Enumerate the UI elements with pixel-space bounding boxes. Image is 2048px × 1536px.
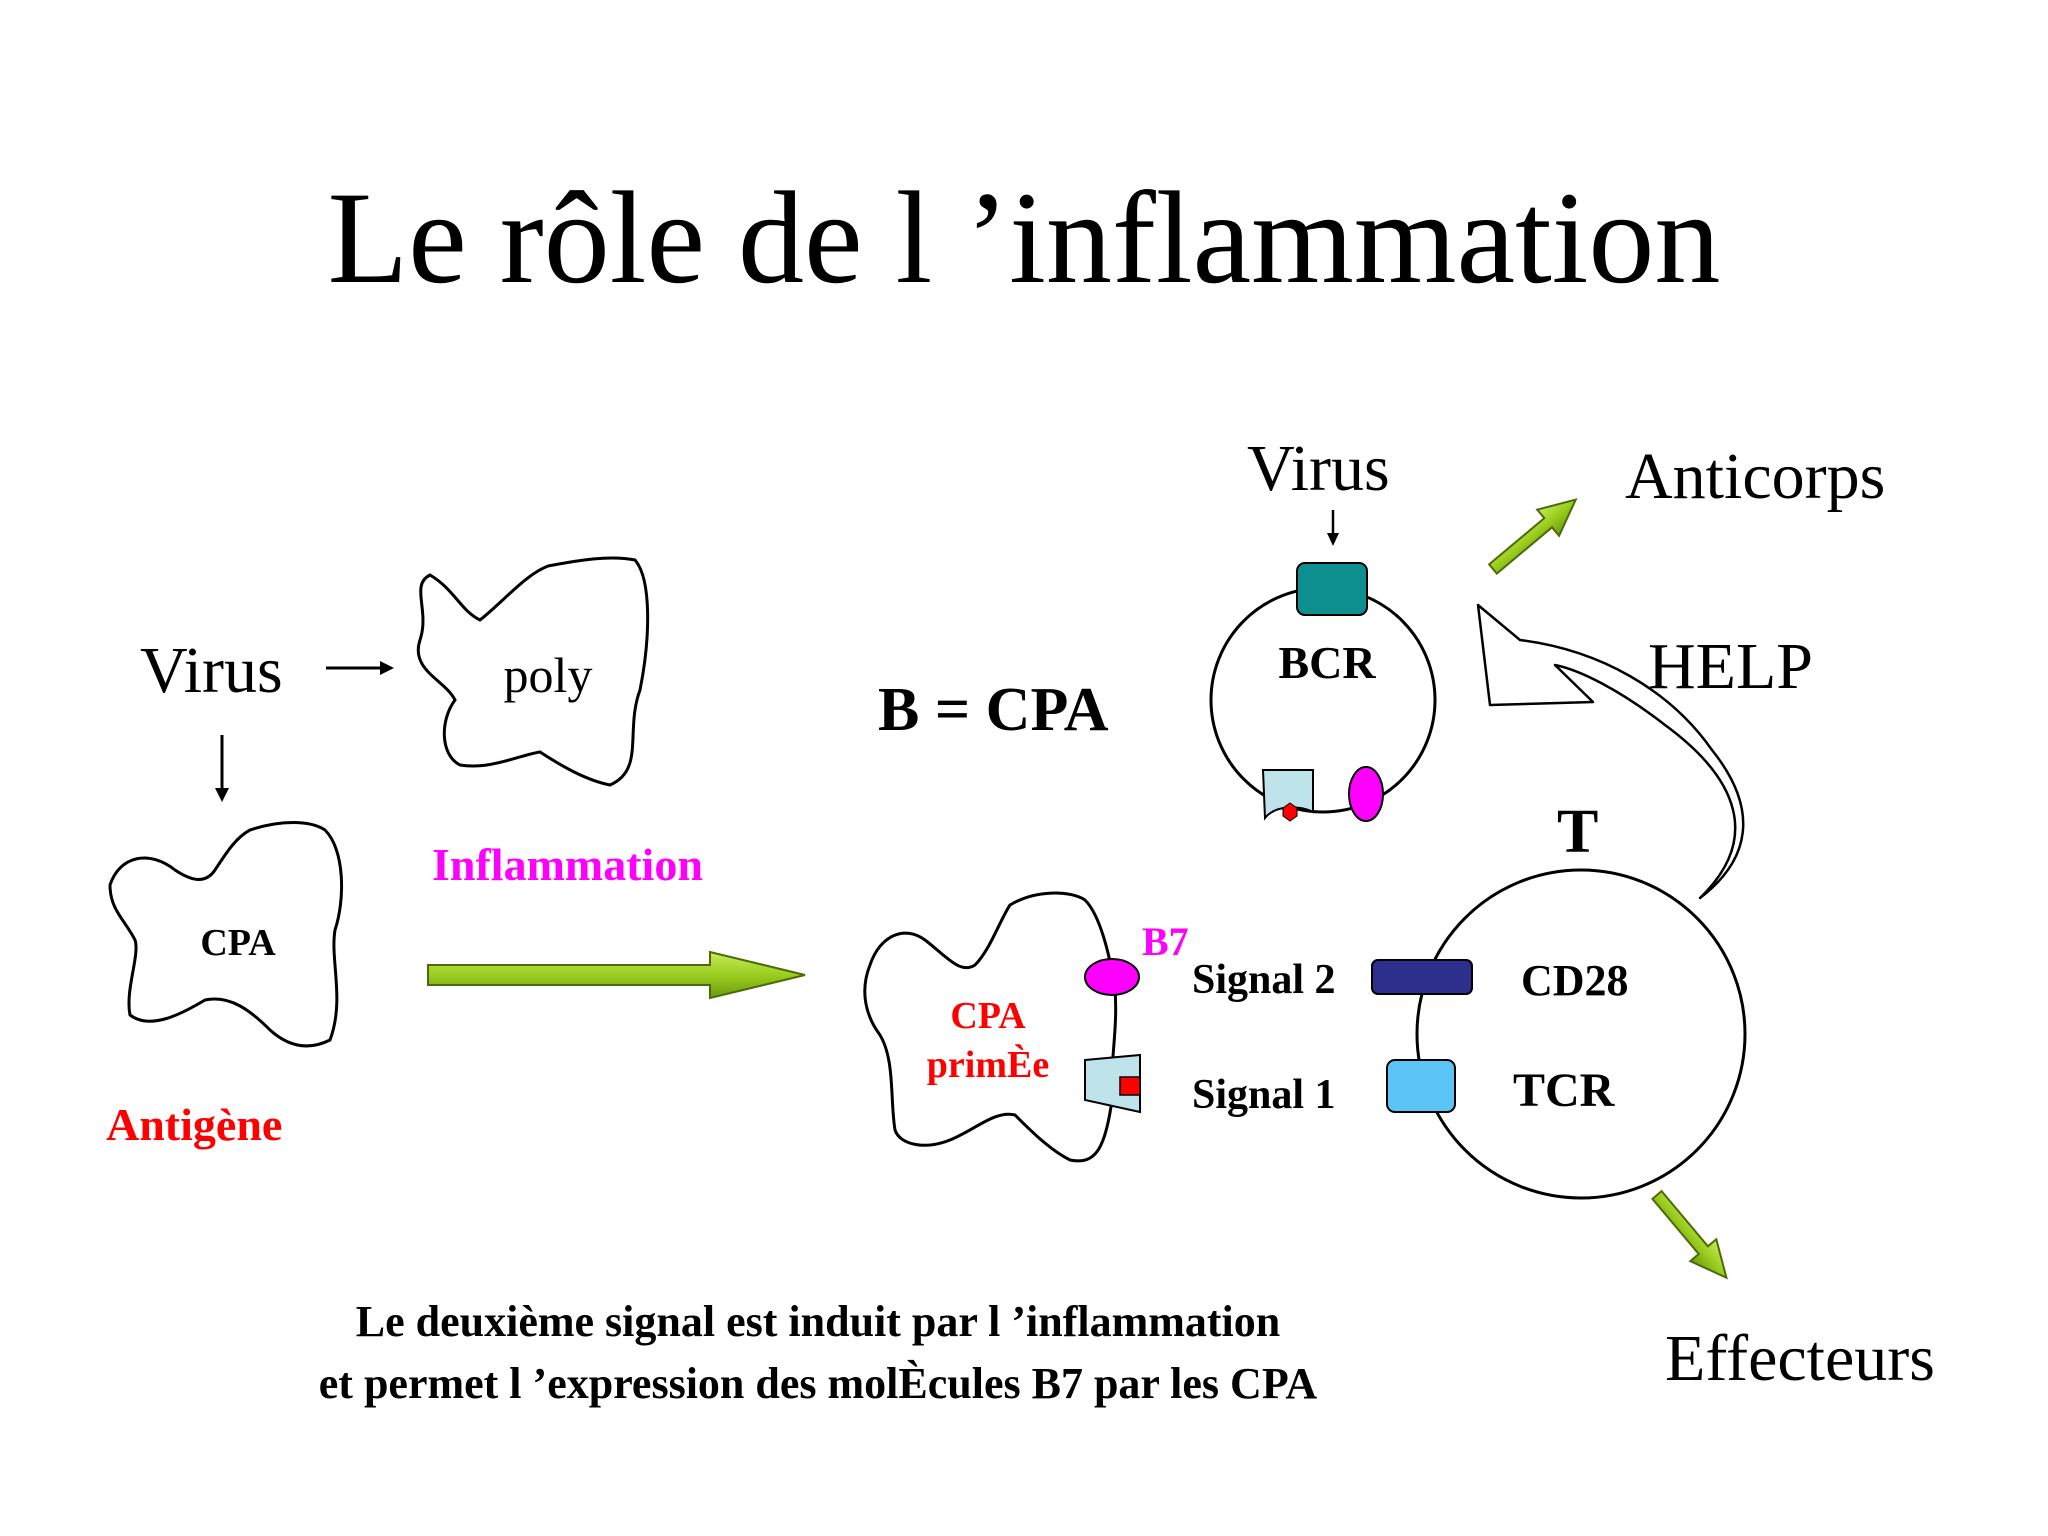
cd28-receptor <box>1371 959 1473 995</box>
bcell-mhc-presenter <box>1261 769 1314 822</box>
help-label: HELP <box>1648 630 1813 703</box>
virus-label-left: Virus <box>140 634 283 707</box>
b-equals-cpa-label: B = CPA <box>878 676 1109 744</box>
arrow-virus-to-bcr <box>1327 510 1339 546</box>
anticorps-label: Anticorps <box>1625 440 1885 513</box>
effecteurs-label: Effecteurs <box>1665 1322 1935 1395</box>
poly-label: poly <box>504 647 593 703</box>
mhc-antigen-presenter <box>1084 1053 1141 1114</box>
b7-molecule <box>1084 958 1140 996</box>
cpa-label: CPA <box>200 922 276 964</box>
antigene-label: Antigène <box>106 1099 282 1150</box>
b7-label: B7 <box>1142 919 1189 964</box>
arrow-virus-to-poly <box>326 661 394 675</box>
bcr-receptor <box>1296 562 1368 616</box>
tcr-receptor <box>1386 1059 1456 1113</box>
cpa-primed-label-2: primÈe <box>927 1044 1049 1086</box>
signal-1-label: Signal 1 <box>1192 1072 1336 1118</box>
green-arrow-anticorps <box>1487 498 1578 576</box>
poly-cell-shape <box>416 556 650 787</box>
cd28-label: CD28 <box>1521 956 1629 1005</box>
caption-line-1: Le deuxième signal est induit par l ’inf… <box>356 1297 1280 1346</box>
tcr-label: TCR <box>1513 1064 1616 1117</box>
bcell-circle <box>1209 586 1437 814</box>
virus-label-bcell: Virus <box>1247 432 1390 505</box>
slide-title: Le rôle de l ’inflammation <box>328 164 1721 311</box>
cpa-primed-label-1: CPA <box>950 995 1026 1037</box>
bcell-b7-molecule <box>1348 766 1384 822</box>
green-arrow-effecteurs <box>1650 1189 1728 1280</box>
tcell-circle <box>1415 868 1747 1200</box>
arrow-virus-to-cpa <box>215 735 229 802</box>
inflammation-label: Inflammation <box>432 839 703 890</box>
cpa-cell-shape <box>108 821 343 1048</box>
bcr-label: BCR <box>1278 637 1376 688</box>
green-arrow-inflammation <box>427 950 806 1000</box>
caption-line-2: et permet l ’expression des molÈcules B7… <box>319 1359 1318 1408</box>
t-cell-label: T <box>1557 798 1598 866</box>
help-arrow <box>1476 603 1745 900</box>
signal-2-label: Signal 2 <box>1192 957 1336 1003</box>
